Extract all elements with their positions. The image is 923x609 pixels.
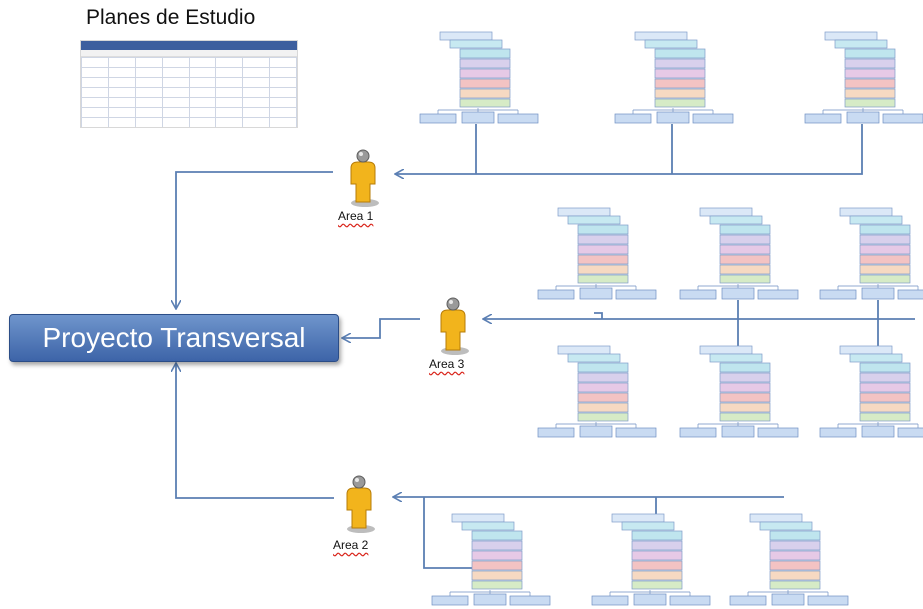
area-3-label: Area 3 — [429, 357, 465, 371]
org-chart-icon — [537, 345, 657, 438]
area2-branch-1 — [423, 497, 492, 569]
area1-feed-arrow — [396, 124, 863, 174]
connector-lines — [176, 124, 915, 569]
transversal-project-box: Proyecto Transversal — [9, 314, 339, 362]
org-chart-icon — [431, 513, 551, 606]
org-chart-icon — [804, 31, 923, 124]
area3-to-project-arrow — [343, 318, 420, 338]
org-chart-icon — [679, 207, 799, 300]
area2-to-project-arrow — [176, 364, 334, 499]
org-chart-icon — [614, 31, 734, 124]
org-chart-icon — [537, 207, 657, 300]
org-chart-icon — [591, 513, 711, 606]
area3-branch-1 — [594, 312, 603, 319]
org-chart-icon — [819, 345, 923, 438]
org-chart-icon — [819, 207, 923, 300]
area-2-label: Area 2 — [333, 538, 369, 552]
person-icon — [346, 475, 375, 533]
org-chart-icon — [729, 513, 849, 606]
org-charts — [419, 31, 923, 606]
study-plans-title: Planes de Estudio — [86, 6, 256, 29]
area1-to-project-arrow — [176, 171, 333, 308]
org-chart-icon — [679, 345, 799, 438]
people — [346, 149, 469, 533]
area-1-label: Area 1 — [338, 209, 374, 223]
org-chart-icon — [419, 31, 539, 124]
person-icon — [440, 297, 469, 355]
study-plan-table-thumbnail — [80, 40, 298, 128]
person-icon — [350, 149, 379, 207]
